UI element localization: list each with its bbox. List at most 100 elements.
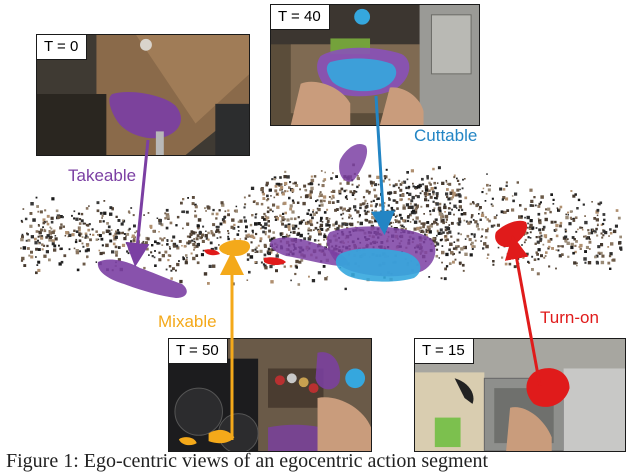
cloud-point (596, 208, 600, 212)
cloud-point (114, 245, 118, 249)
cloud-point (317, 239, 320, 242)
cloud-point (402, 180, 407, 184)
cloud-point (427, 199, 430, 202)
cloud-point (539, 237, 543, 241)
cloud-point (410, 214, 412, 217)
cloud-point (190, 252, 193, 255)
cloud-point (382, 179, 385, 183)
cloud-point (420, 205, 423, 208)
cloud-point (399, 194, 403, 197)
cloud-point (575, 230, 578, 233)
cloud-point (309, 229, 313, 232)
cloud-point (328, 224, 331, 227)
cloud-point (254, 248, 257, 251)
cloud-point (452, 247, 456, 250)
cloud-point (444, 214, 449, 219)
cloud-point (463, 219, 466, 222)
cloud-point (106, 222, 109, 225)
frame-t15-label: T = 15 (415, 339, 474, 364)
cloud-point (272, 203, 276, 207)
cloud-point (54, 237, 58, 241)
cloud-point (530, 199, 534, 203)
cloud-point (574, 216, 578, 219)
cloud-point (74, 240, 78, 244)
cloud-point (180, 201, 183, 205)
cloud-point (212, 264, 216, 268)
cloud-point (426, 221, 430, 224)
cloud-point (202, 225, 205, 228)
cloud-point (198, 231, 202, 235)
cloud-point (274, 218, 278, 221)
cloud-point (44, 209, 47, 212)
cloud-point (512, 199, 515, 203)
cloud-point (468, 238, 472, 242)
cloud-point (484, 236, 488, 239)
cloud-point (444, 235, 447, 238)
cloud-point (165, 213, 170, 217)
cloud-point (422, 222, 426, 226)
cloud-point (21, 235, 24, 239)
cloud-point (357, 177, 360, 181)
cloud-point (86, 236, 89, 239)
cloud-point (318, 226, 322, 229)
cloud-point (219, 236, 222, 239)
cloud-point (406, 178, 409, 181)
cloud-point (473, 235, 476, 238)
cloud-point (164, 217, 167, 220)
cloud-point (531, 268, 534, 271)
cloud-point (30, 235, 34, 239)
cloud-point (84, 249, 88, 253)
cloud-point (335, 220, 338, 223)
cloud-point (281, 192, 285, 196)
cloud-point (276, 193, 278, 196)
cloud-point (42, 221, 45, 225)
cloud-point (527, 260, 530, 263)
cloud-point (564, 228, 567, 231)
cloud-point (450, 251, 454, 255)
cloud-point (295, 259, 299, 264)
cloud-point (287, 225, 291, 229)
cloud-point (576, 207, 579, 210)
cloud-point (396, 219, 399, 222)
cloud-point (609, 267, 612, 270)
cloud-point (96, 209, 100, 213)
cloud-point (533, 196, 536, 199)
cloud-point (481, 211, 484, 214)
cloud-point (319, 191, 322, 194)
cloud-point (435, 218, 438, 221)
cloud-point (351, 193, 355, 196)
cloud-point (602, 222, 605, 226)
cloud-point (272, 210, 274, 213)
cloud-point (178, 240, 182, 243)
cloud-point (423, 192, 428, 196)
cloud-point (419, 192, 422, 195)
cloud-point (250, 186, 255, 190)
cloud-point (191, 202, 195, 206)
cloud-point (390, 206, 394, 210)
cloud-point (311, 279, 316, 283)
cloud-point (355, 190, 358, 193)
cloud-point (403, 219, 407, 223)
cloud-point (82, 262, 86, 266)
cloud-point (485, 229, 489, 233)
cloud-point (376, 175, 380, 179)
cloud-point (614, 224, 618, 228)
cloud-point (78, 239, 82, 242)
cloud-point (542, 225, 546, 229)
cloud-point (297, 283, 301, 286)
cloud-point (256, 250, 259, 253)
cloud-point (20, 247, 22, 250)
cloud-point (535, 227, 538, 229)
cloud-point (469, 253, 473, 257)
cloud-point (454, 193, 458, 197)
cloud-point (596, 214, 599, 217)
cloud-point (440, 216, 442, 218)
cloud-point (324, 277, 328, 281)
cloud-point (353, 192, 356, 195)
cloud-point (328, 217, 331, 220)
cloud-point (175, 269, 177, 272)
cloud-point (415, 204, 419, 208)
cloud-point (269, 238, 273, 242)
cloud-point (529, 204, 533, 207)
cloud-point (259, 239, 262, 243)
